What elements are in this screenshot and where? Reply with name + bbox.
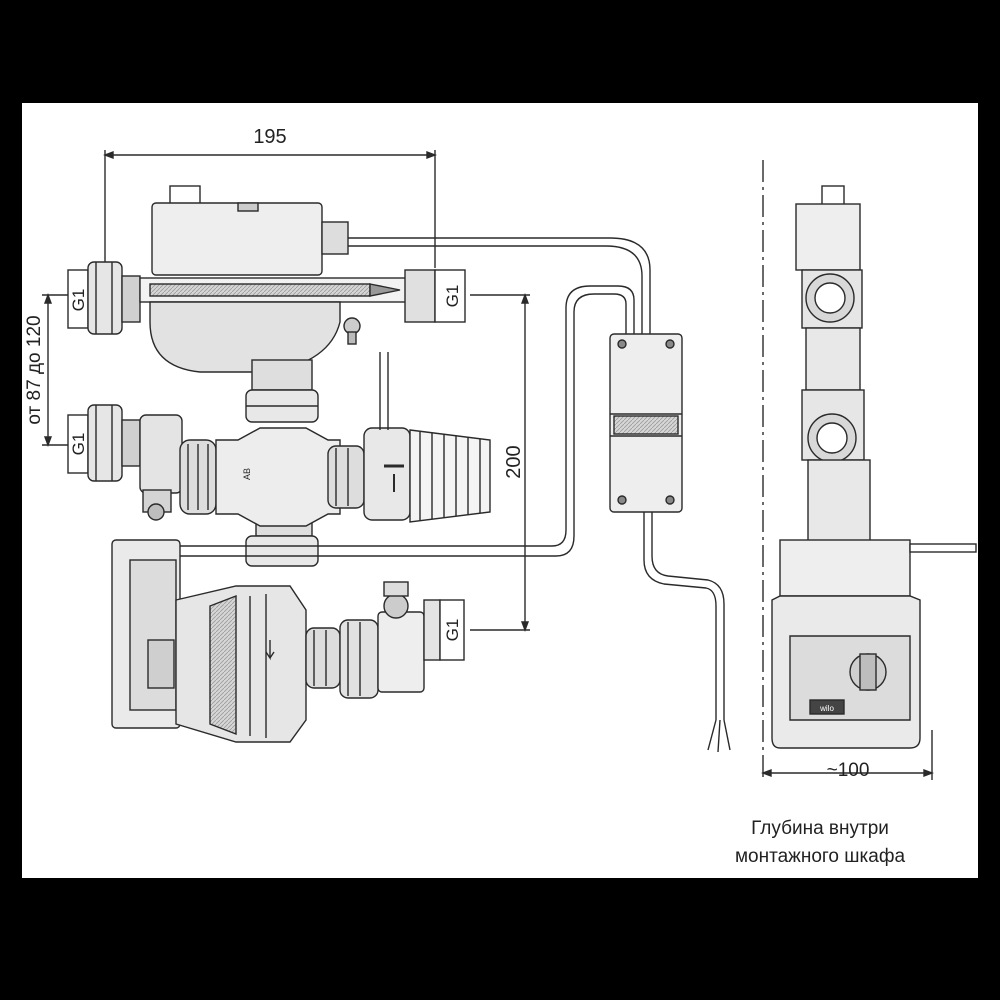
frame-border-top: [0, 0, 1000, 103]
ball-valve: [339, 581, 465, 699]
control-box: [609, 333, 683, 513]
dimension-height-label: 200: [503, 445, 525, 478]
flow-meter-pipe: [139, 269, 466, 323]
sensor-cable: [180, 237, 731, 753]
frame-border-left: [0, 0, 22, 1000]
thread-fitting-mid-left: [67, 404, 141, 482]
dimension-depth-label: ~100: [827, 760, 870, 781]
thread-label-mid-left: G1: [69, 433, 88, 456]
side-view-assembly: [771, 185, 977, 749]
vertical-connectors: [245, 359, 319, 567]
pump-brand-logo: wilo: [819, 704, 834, 713]
thread-label-top-left: G1: [69, 289, 88, 312]
thread-label-top-right: G1: [443, 285, 462, 308]
mixing-valve: AB: [139, 414, 365, 527]
dimension-width-label: 195: [253, 126, 286, 148]
dimension-width: [103, 150, 437, 268]
thread-label-bottom-right: G1: [443, 619, 462, 642]
actuator-housing: [151, 185, 349, 276]
caption-line-2: монтажного шкафа: [734, 846, 906, 867]
dimension-height-right: [470, 293, 530, 632]
caption-line-1: Глубина внутри: [751, 818, 889, 839]
frame-border-bottom: [0, 878, 1000, 1000]
frame-border-right: [978, 0, 1000, 1000]
dimension-depth: [761, 160, 934, 780]
thermostat-head: [363, 427, 491, 523]
circulation-pump: [111, 539, 341, 743]
dimension-range-label: от 87 до 120: [24, 315, 45, 424]
svg-text:AB: AB: [242, 468, 252, 480]
